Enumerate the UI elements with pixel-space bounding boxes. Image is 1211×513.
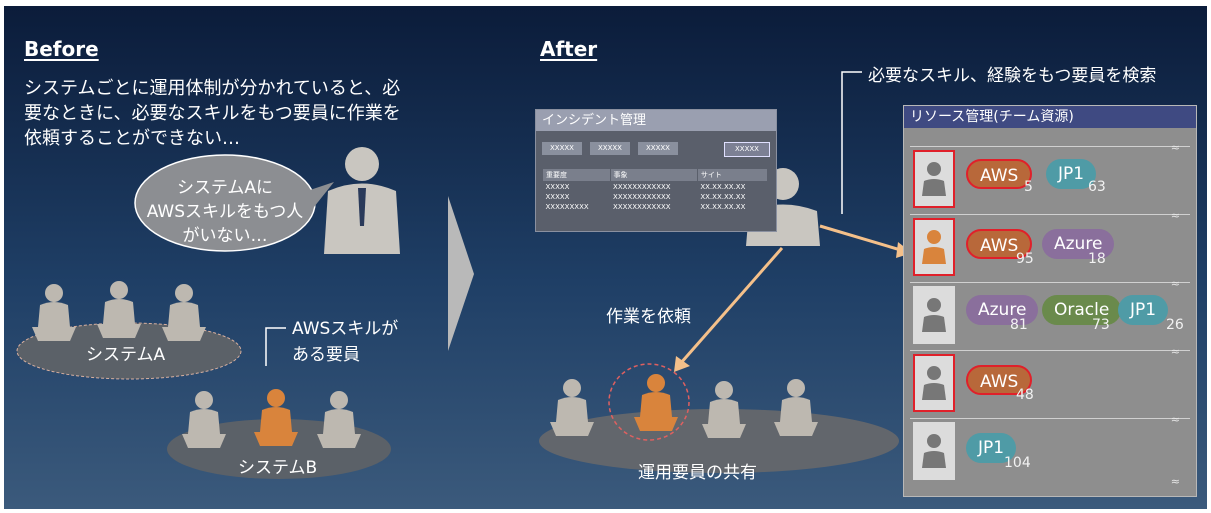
column-header: 重要度 bbox=[542, 168, 611, 182]
resource-row[interactable]: AWS 95 Azure 18 ≈ bbox=[910, 209, 1190, 279]
member-avatar-icon bbox=[913, 218, 955, 276]
speech-bubble-tail bbox=[304, 182, 334, 212]
callout-line: ある要員 bbox=[292, 345, 360, 365]
bubble-line: システムAに bbox=[176, 178, 274, 198]
callout-line: AWSスキルが bbox=[292, 319, 399, 339]
table-cell: XXXXX bbox=[545, 183, 570, 191]
speech-bubble-text: システムAに AWSスキルをもつ人 がいない… bbox=[142, 176, 308, 248]
table-cell: XXXXXXXXX bbox=[545, 203, 589, 211]
skill-value: 73 bbox=[1092, 317, 1110, 333]
system-a-people bbox=[32, 281, 206, 341]
diagram-canvas: Before システムごとに運用体制が分かれていると、必要なときに、必要なスキル… bbox=[4, 6, 1207, 509]
table-cell: XX.XX.XX.XX bbox=[700, 203, 746, 211]
system-a-label: システムA bbox=[86, 345, 166, 365]
incident-button-bar: XXXXX XXXXX XXXXX XXXXX bbox=[542, 142, 770, 157]
skill-value: 81 bbox=[1010, 317, 1028, 333]
incident-table: 重要度 事象 サイト XXXXX XXXXXXXXXXXX XX.XX.XX.X… bbox=[542, 168, 769, 212]
resource-row[interactable]: AWS 48 ≈ bbox=[910, 345, 1190, 415]
table-cell: XXXXXXXXXXXX bbox=[613, 203, 671, 211]
arrows bbox=[674, 224, 912, 372]
bubble-line: がいない… bbox=[182, 226, 268, 246]
resource-panel-title: リソース管理(チーム資源) bbox=[904, 106, 1196, 128]
member-avatar-icon bbox=[913, 150, 955, 208]
incident-table-header: 重要度 事象 サイト bbox=[542, 168, 769, 182]
selected-person-icon bbox=[634, 374, 678, 431]
skill-chip-jp1: JP1 bbox=[966, 433, 1017, 463]
resource-row[interactable]: AWS 5 JP1 63 ≈ bbox=[910, 141, 1190, 211]
aws-skilled-person-icon bbox=[254, 389, 298, 446]
skill-value: 26 bbox=[1166, 317, 1184, 333]
skill-value: 5 bbox=[1024, 179, 1033, 195]
skill-value: 18 bbox=[1088, 251, 1106, 267]
shared-pool-label: 運用要員の共有 bbox=[638, 463, 757, 483]
selected-person-circle bbox=[608, 363, 690, 441]
squiggle-icon: ≈ bbox=[1170, 475, 1180, 488]
bubble-line: AWSスキルをもつ人 bbox=[146, 202, 304, 222]
skill-chip-aws: AWS bbox=[966, 365, 1033, 395]
incident-selected-button[interactable]: XXXXX bbox=[724, 142, 770, 157]
incident-filter-button[interactable]: XXXXX bbox=[638, 142, 678, 155]
column-header: 事象 bbox=[609, 168, 698, 182]
member-avatar-icon bbox=[913, 354, 955, 412]
resource-management-panel: リソース管理(チーム資源) AWS 5 JP1 63 ≈ AWS 95 Azur… bbox=[903, 105, 1197, 497]
incident-filter-button[interactable]: XXXXX bbox=[590, 142, 630, 155]
before-lead-text: システムごとに運用体制が分かれていると、必要なときに、必要なスキルをもつ要員に作… bbox=[24, 78, 401, 149]
skill-chip-jp1: JP1 bbox=[1118, 295, 1169, 325]
skill-value: 95 bbox=[1016, 251, 1034, 267]
skill-value: 63 bbox=[1088, 179, 1106, 195]
table-cell: XX.XX.XX.XX bbox=[700, 193, 746, 201]
skill-chip-azure: Azure bbox=[966, 295, 1039, 325]
skill-value: 48 bbox=[1016, 387, 1034, 403]
skill-chip-jp1: JP1 bbox=[1046, 159, 1097, 189]
search-label: 必要なスキル、経験をもつ要員を検索 bbox=[868, 66, 1157, 86]
callout-text: AWSスキルが ある要員 bbox=[292, 316, 398, 368]
incident-panel-title: インシデント管理 bbox=[536, 110, 776, 131]
resource-row[interactable]: Azure 81 Oracle 73 JP1 26 ≈ bbox=[910, 277, 1190, 347]
after-heading: After bbox=[540, 37, 598, 61]
table-cell: XXXXXXXXXXXX bbox=[613, 183, 671, 191]
squiggle-icon: ≈ bbox=[1170, 209, 1180, 222]
table-row[interactable]: XXXXXXXXX XXXXXXXXXXXX XX.XX.XX.XX bbox=[543, 202, 768, 212]
skill-chip-aws: AWS bbox=[966, 159, 1033, 189]
callout-bracket bbox=[265, 327, 286, 366]
transition-chevron bbox=[448, 196, 474, 351]
skill-chip-oracle: Oracle bbox=[1042, 295, 1122, 325]
member-avatar-icon bbox=[913, 286, 955, 344]
table-cell: XXXXX bbox=[545, 193, 570, 201]
squiggle-icon: ≈ bbox=[1170, 413, 1180, 426]
system-b-label: システムB bbox=[238, 458, 318, 478]
table-row[interactable]: XXXXX XXXXXXXXXXXX XX.XX.XX.XX bbox=[543, 192, 768, 202]
incident-filter-button[interactable]: XXXXX bbox=[542, 142, 582, 155]
skill-chip-aws: AWS bbox=[966, 229, 1033, 259]
before-heading: Before bbox=[24, 37, 99, 61]
squiggle-icon: ≈ bbox=[1170, 277, 1180, 290]
request-label: 作業を依頼 bbox=[606, 307, 691, 327]
table-row[interactable]: XXXXX XXXXXXXXXXXX XX.XX.XX.XX bbox=[543, 182, 768, 193]
skill-value: 104 bbox=[1004, 455, 1031, 471]
table-cell: XXXXXXXXXXXX bbox=[613, 193, 671, 201]
search-bracket bbox=[841, 71, 862, 214]
member-avatar-icon bbox=[913, 422, 955, 480]
squiggle-icon: ≈ bbox=[1170, 141, 1180, 154]
column-header: サイト bbox=[696, 168, 769, 182]
skill-chip-azure: Azure bbox=[1042, 229, 1115, 259]
table-cell: XX.XX.XX.XX bbox=[700, 183, 746, 191]
squiggle-icon: ≈ bbox=[1170, 345, 1180, 358]
incident-management-panel: インシデント管理 XXXXX XXXXX XXXXX XXXXX 重要度 事象 … bbox=[535, 109, 777, 232]
diagram-graphics bbox=[16, 71, 912, 479]
resource-row[interactable]: JP1 104 ≈ ≈ bbox=[910, 413, 1190, 488]
